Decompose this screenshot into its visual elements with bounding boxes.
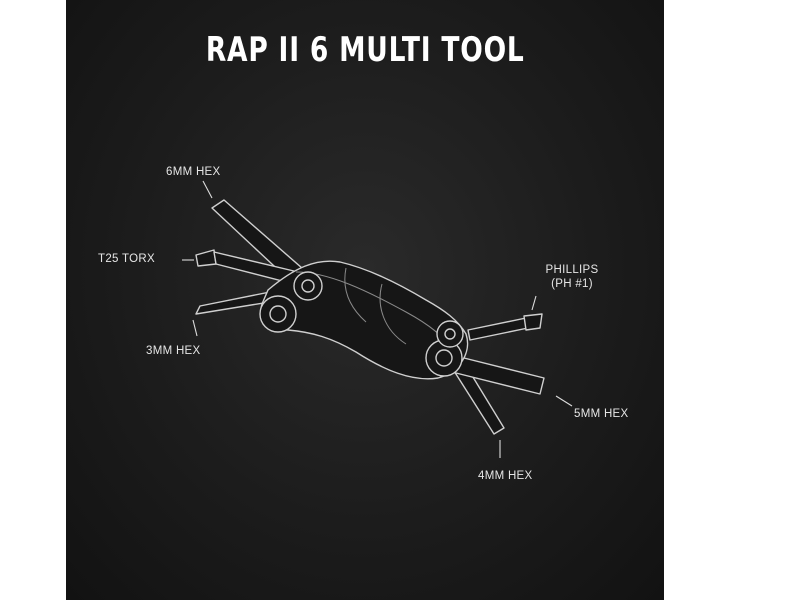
label-6mm-hex: 6MM HEX: [166, 166, 221, 178]
leader-hex3: [192, 319, 198, 337]
upper-pivot-inner: [301, 279, 315, 293]
torx-bit: [195, 249, 217, 267]
page-title: RAP II 6 MULTI TOOL: [205, 30, 525, 70]
phillips-bit: [467, 317, 529, 341]
leader-hex5: [555, 395, 573, 407]
tool-body-groove: [344, 267, 407, 345]
label-phillips-line1: PHILLIPS: [545, 264, 599, 276]
label-phillips-line2: (PH #1): [551, 278, 593, 290]
label-5mm-hex: 5MM HEX: [574, 408, 629, 420]
left-pivot-inner: [269, 305, 287, 323]
phillips-tip: [523, 313, 543, 331]
label-4mm-hex: 4MM HEX: [478, 470, 533, 482]
right-upper-pivot-inner: [444, 328, 456, 340]
multi-tool-illustration: [182, 180, 573, 458]
leader-phillips: [531, 295, 537, 311]
label-t25-torx: T25 TORX: [98, 253, 155, 265]
right-pivot-inner: [435, 349, 453, 367]
label-phillips: PHILLIPS (PH #1): [532, 263, 612, 291]
label-3mm-hex: 3MM HEX: [146, 345, 201, 357]
leader-hex6: [202, 180, 213, 199]
diagram-panel: RAP II 6 MULTI TOOL: [66, 0, 664, 600]
